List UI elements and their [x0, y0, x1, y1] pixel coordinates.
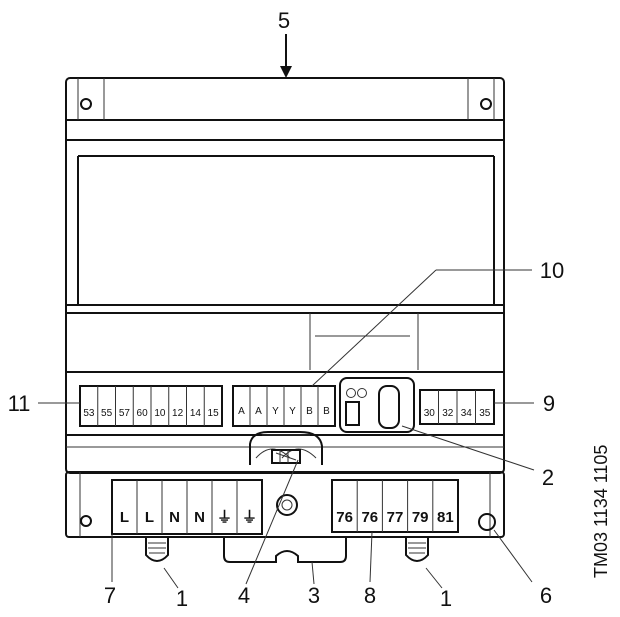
terminal-label: Y	[289, 406, 296, 417]
terminal-label: 35	[479, 408, 491, 419]
bottom-right-hole-icon	[478, 513, 496, 531]
terminal-block-relay: 76 76 77 79 81	[331, 479, 459, 533]
callout-3: 3	[308, 583, 320, 608]
din-rail-clip	[223, 537, 347, 563]
callout-1-left: 1	[176, 586, 188, 611]
terminal-label: 57	[119, 408, 131, 419]
terminal-label: 77	[387, 509, 404, 526]
terminal-label: 76	[336, 509, 353, 526]
callout-10: 10	[540, 258, 564, 283]
terminal-label: 53	[83, 408, 95, 419]
callout-5: 5	[278, 8, 290, 33]
terminal-label: 55	[101, 408, 113, 419]
callout-8: 8	[364, 583, 376, 608]
callout-5-arrow	[280, 34, 292, 78]
cable-clamp	[249, 431, 323, 465]
reference-code: TM03 1134 1105	[591, 445, 611, 578]
terminal-block-bus: A A Y Y B B	[232, 385, 336, 427]
top-right-screw-icon	[480, 98, 492, 110]
cable-gland-right	[405, 537, 429, 562]
top-left-screw-icon	[80, 98, 92, 110]
bottom-left-hole-icon	[80, 515, 92, 527]
terminal-label: B	[306, 406, 313, 417]
terminal-label: 81	[437, 509, 454, 526]
cable-gland-left	[145, 537, 169, 562]
lower-housing	[65, 471, 505, 538]
center-screw-icon	[276, 494, 298, 516]
terminal-block-left: 53 55 57 60 10 12 14 15	[79, 385, 223, 427]
terminal-label: 76	[361, 509, 378, 526]
terminal-label: 60	[137, 408, 149, 419]
callout-6: 6	[540, 583, 552, 608]
terminal-label: 32	[442, 408, 454, 419]
callout-1-right: 1	[440, 586, 452, 611]
terminal-label: L	[145, 509, 154, 526]
terminal-block-right: 30 32 34 35	[419, 389, 495, 425]
terminal-label: Y	[272, 406, 279, 417]
callout-11: 11	[8, 391, 31, 416]
ground-icon: ⏚	[242, 509, 257, 526]
terminal-label: 15	[208, 408, 220, 419]
terminal-label: N	[194, 509, 205, 526]
terminal-label: L	[120, 509, 129, 526]
switch-module	[339, 377, 415, 433]
terminal-block-power: L L N N ⏚ ⏚	[111, 479, 263, 535]
terminal-label: 10	[154, 408, 166, 419]
terminal-label: 12	[172, 408, 184, 419]
callout-2: 2	[542, 465, 554, 490]
terminal-label: N	[169, 509, 180, 526]
callout-7: 7	[104, 583, 116, 608]
terminal-label: 34	[461, 408, 473, 419]
callout-4: 4	[238, 583, 250, 608]
callout-9: 9	[543, 391, 555, 416]
terminal-label: 30	[424, 408, 436, 419]
terminal-label: B	[323, 406, 330, 417]
leader-lines	[38, 269, 535, 589]
ground-icon: ⏚	[217, 509, 232, 526]
terminal-label: 79	[412, 509, 429, 526]
terminal-label: A	[255, 406, 262, 417]
terminal-label: 14	[190, 408, 202, 419]
terminal-label: A	[238, 406, 245, 417]
